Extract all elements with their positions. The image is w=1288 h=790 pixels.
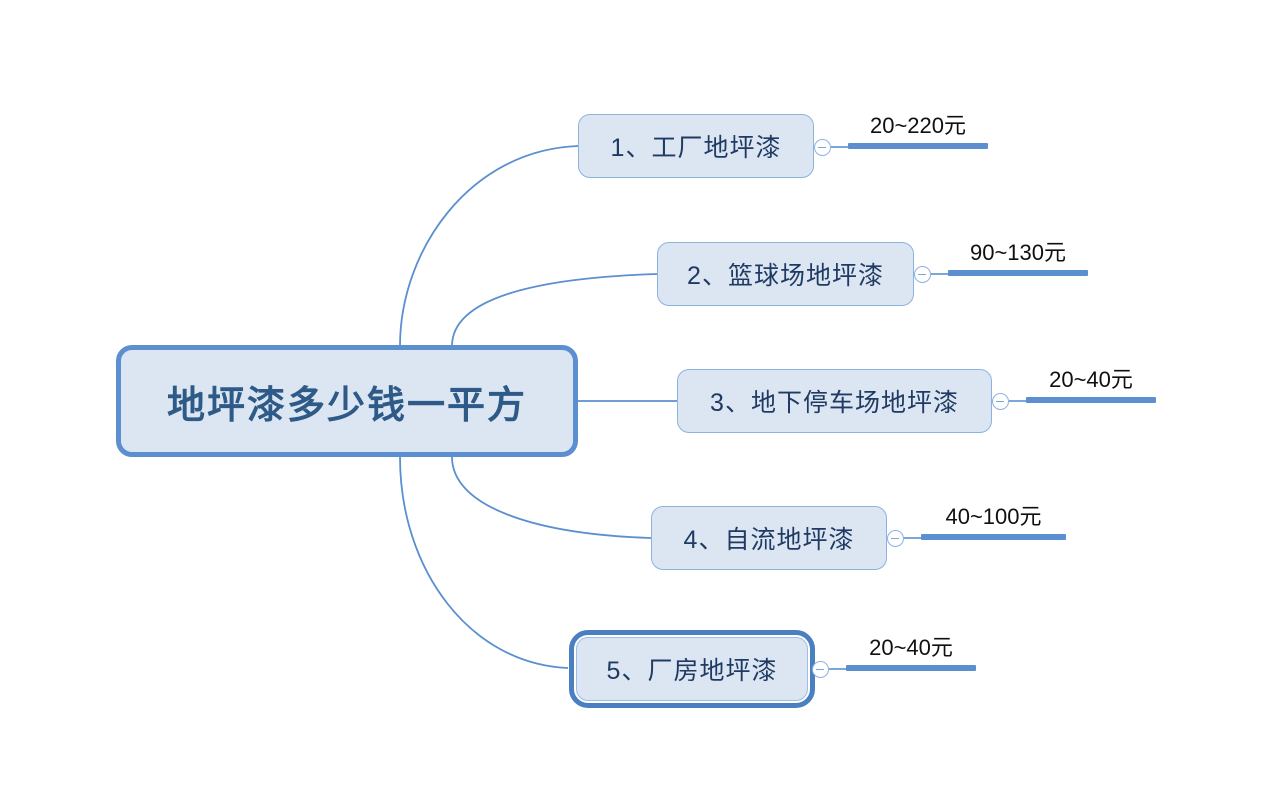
connector-to-branch-1 — [399, 145, 579, 347]
price-label-5: 20~40元 — [869, 635, 953, 660]
price-label-4: 40~100元 — [945, 504, 1042, 529]
connector-to-branch-2 — [451, 273, 658, 347]
root-node-label: 地坪漆多少钱一平方 — [166, 384, 527, 427]
price-stub-2 — [931, 273, 948, 275]
price-label-1: 20~220元 — [869, 113, 967, 138]
price-label-3: 20~40元 — [1049, 367, 1133, 392]
price-bar-3 — [1026, 397, 1156, 403]
price-bar-2 — [948, 270, 1088, 276]
node-box-3[interactable]: 3、地下停车场地坪漆 — [677, 369, 992, 433]
node-label-5: 5、厂房地坪漆 — [606, 657, 778, 685]
root-node[interactable]: 地坪漆多少钱一平方 — [116, 345, 578, 457]
collapse-minus-icon-2[interactable] — [914, 266, 931, 283]
price-bar-4 — [921, 534, 1066, 540]
node-label-4: 4、自流地坪漆 — [683, 526, 855, 554]
price-stub-3 — [1009, 400, 1026, 402]
connector-to-branch-4 — [451, 456, 652, 539]
collapse-minus-icon-1[interactable] — [814, 139, 831, 156]
node-label-3: 3、地下停车场地坪漆 — [710, 389, 959, 417]
price-stub-1 — [831, 146, 848, 148]
collapse-minus-icon-3[interactable] — [992, 393, 1009, 410]
node-box-2[interactable]: 2、篮球场地坪漆 — [657, 242, 914, 306]
node-box-5[interactable]: 5、厂房地坪漆 — [569, 630, 815, 708]
price-stub-4 — [904, 537, 921, 539]
node-box-1[interactable]: 1、工厂地坪漆 — [578, 114, 814, 178]
price-stub-5 — [829, 668, 846, 670]
collapse-minus-icon-4[interactable] — [887, 530, 904, 547]
price-bar-5 — [846, 665, 976, 671]
node-label-1: 1、工厂地坪漆 — [610, 134, 782, 162]
connector-to-branch-5 — [399, 456, 569, 669]
price-bar-1 — [848, 143, 988, 149]
price-label-2: 90~130元 — [969, 240, 1067, 265]
collapse-minus-icon-5[interactable] — [812, 661, 829, 678]
node-label-2: 2、篮球场地坪漆 — [687, 262, 884, 290]
node-box-4[interactable]: 4、自流地坪漆 — [651, 506, 887, 570]
